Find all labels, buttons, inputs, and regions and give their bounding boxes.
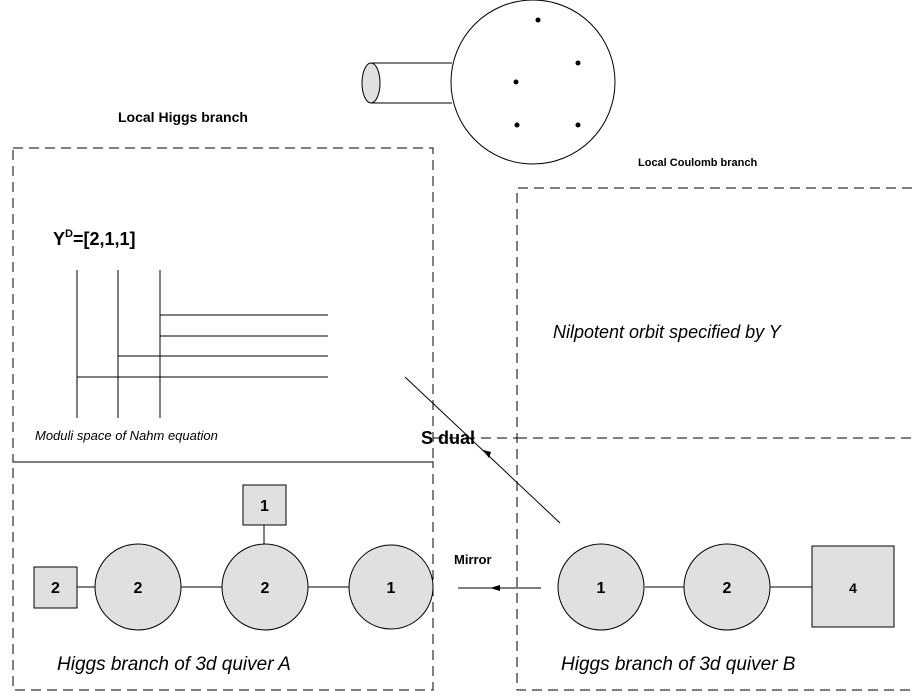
mirror-label: Mirror xyxy=(454,552,492,567)
local-coulomb-box xyxy=(516,187,912,691)
tube-end-cap xyxy=(361,62,381,104)
gauge-node-label: 1 xyxy=(597,580,606,597)
gauge-node-label: 2 xyxy=(134,580,143,597)
quiver-a-box xyxy=(12,461,434,691)
flavor-node xyxy=(33,566,78,609)
gauge-node xyxy=(348,544,434,630)
quiver-b: 1 2 4 xyxy=(557,543,895,631)
gauge-node-label: 2 xyxy=(723,580,732,597)
local-higgs-title: Local Higgs branch xyxy=(118,109,248,125)
quiver-a: 2 2 2 1 1 xyxy=(33,484,434,631)
gauge-node-label: 2 xyxy=(261,580,270,597)
partition-label: YD=[2,1,1] xyxy=(53,228,136,249)
gauge-node xyxy=(557,543,645,631)
nahm-caption: Moduli space of Nahm equation xyxy=(35,428,218,443)
riemann-surface xyxy=(361,0,616,165)
flavor-node xyxy=(242,484,287,526)
puncture-dot xyxy=(575,122,581,128)
flavor-node xyxy=(811,545,895,628)
puncture-dot xyxy=(513,79,519,85)
puncture-dot xyxy=(535,17,541,23)
sphere xyxy=(450,0,616,165)
local-higgs-box xyxy=(12,147,434,463)
flavor-node-label: 2 xyxy=(51,580,60,597)
s-dual-line xyxy=(404,376,561,524)
flavor-node-label: 1 xyxy=(260,498,269,515)
nilpotent-caption: Nilpotent orbit specified by Y xyxy=(553,322,783,342)
gauge-node xyxy=(221,543,309,631)
flavor-node-label: 4 xyxy=(849,580,857,596)
s-dual-arrowhead xyxy=(483,450,491,458)
quiver-b-caption: Higgs branch of 3d quiver B xyxy=(561,654,796,675)
s-dual-label: S dual xyxy=(421,428,475,448)
gauge-node-label: 1 xyxy=(387,580,396,597)
puncture-dot xyxy=(575,60,581,66)
quiver-a-caption: Higgs branch of 3d quiver A xyxy=(57,654,291,675)
nahm-brane-diagram xyxy=(76,270,328,418)
local-coulomb-title: Local Coulomb branch xyxy=(638,157,757,169)
gauge-node xyxy=(683,543,771,631)
gauge-node xyxy=(94,543,182,631)
mirror-arrowhead xyxy=(490,585,500,591)
puncture-dot xyxy=(514,122,520,128)
